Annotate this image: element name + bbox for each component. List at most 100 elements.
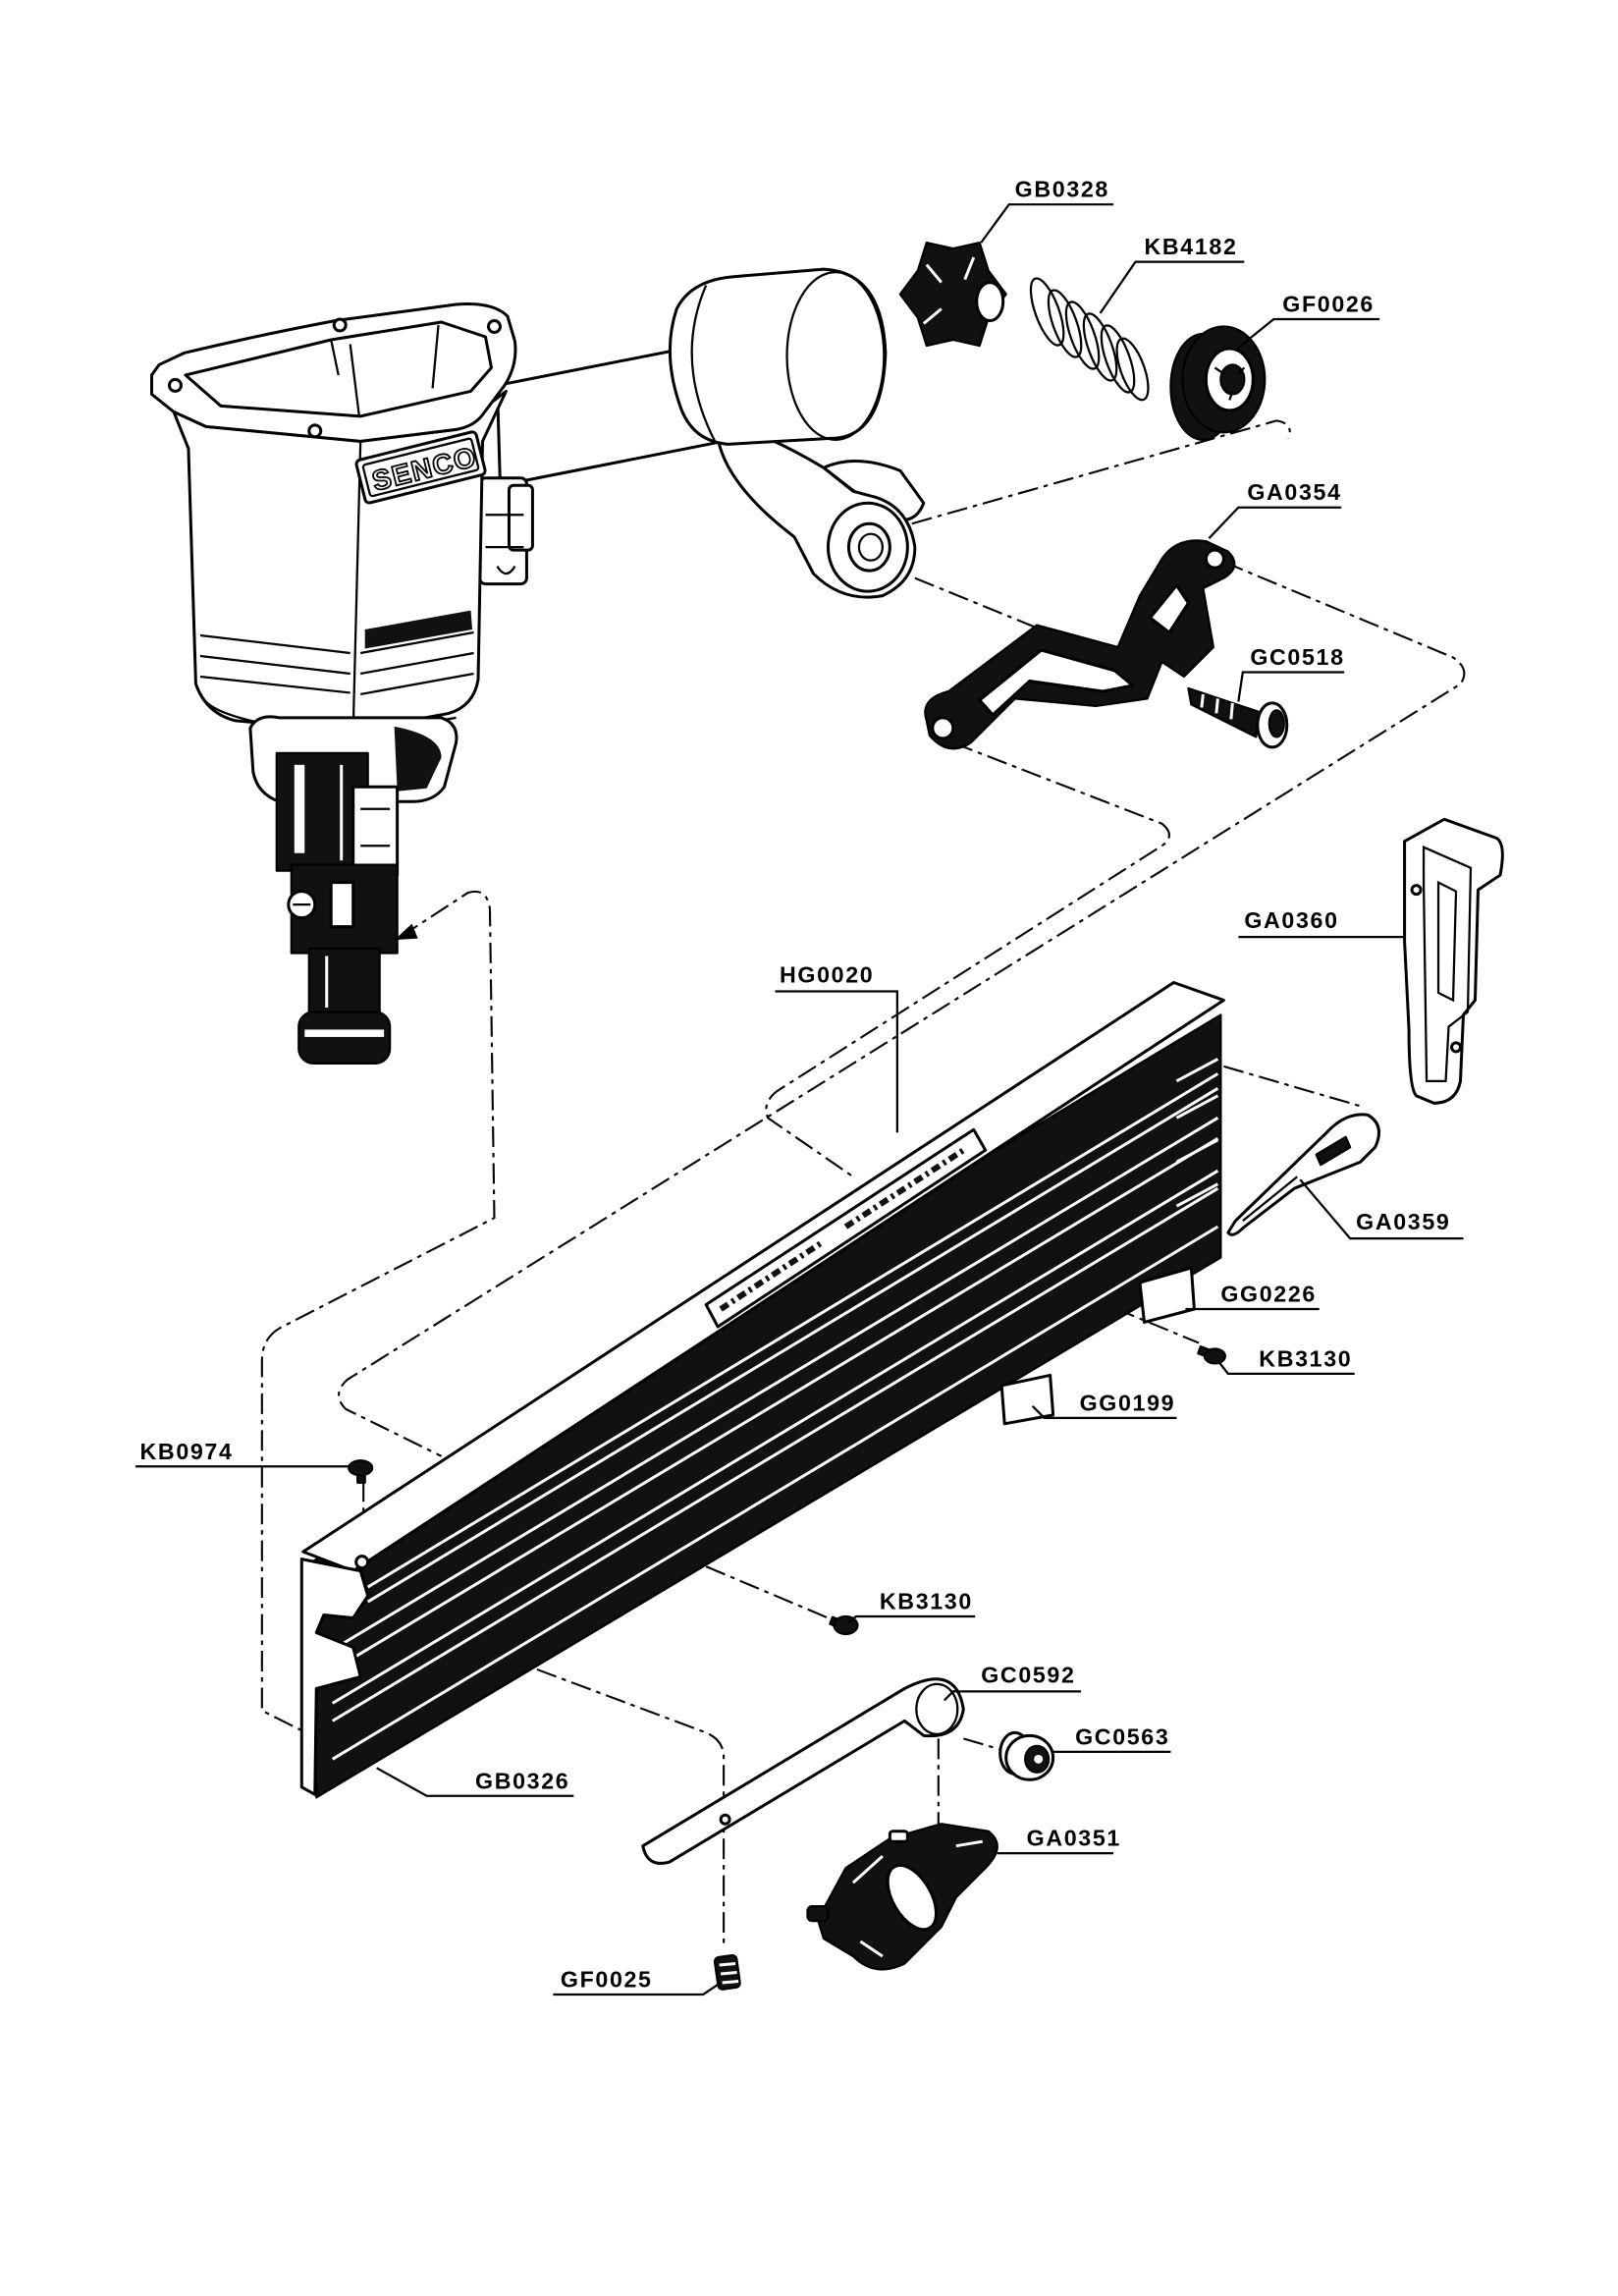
callout-leader bbox=[376, 1767, 574, 1797]
handle-cylinder bbox=[668, 267, 888, 446]
guide-channel bbox=[1436, 880, 1458, 1003]
body-groove-shading bbox=[364, 610, 473, 649]
rail-end-right-detail bbox=[1175, 1058, 1219, 1208]
part-ga0360-guide bbox=[1403, 817, 1504, 1105]
part-callouts: GB0328 KB4182 GF0026 GA0354 GC0518 GA036… bbox=[135, 177, 1464, 1996]
rail-label-print bbox=[719, 1147, 965, 1312]
part-kb0974-screw bbox=[348, 1459, 374, 1484]
wheel-hub bbox=[1219, 363, 1246, 396]
bracket-cutout bbox=[978, 648, 1135, 717]
callout-gg0199: GG0199 bbox=[1031, 1390, 1177, 1419]
handle-cylinder-edge bbox=[690, 285, 717, 442]
part-gf0025-set-screw bbox=[713, 1953, 741, 1991]
callout-kb0974: KB0974 bbox=[135, 1439, 351, 1468]
nose-column-highlight bbox=[294, 764, 305, 853]
part-ga0351-follower bbox=[806, 1823, 998, 1971]
latch-ridge bbox=[1242, 1175, 1298, 1223]
callout-gc0518: GC0518 bbox=[1237, 644, 1345, 702]
nose-foot-band bbox=[304, 1029, 385, 1037]
callout-leader bbox=[1237, 671, 1345, 702]
spring-coil bbox=[1047, 289, 1083, 358]
callout-text: HG0020 bbox=[780, 962, 874, 988]
assembly-line-set-screw bbox=[536, 1667, 726, 1949]
knob-lobe-lines bbox=[922, 256, 976, 325]
callout-leader bbox=[943, 1690, 1082, 1702]
callout-leader bbox=[1099, 260, 1245, 314]
body-side-detail bbox=[485, 514, 524, 575]
feed-spring-coil bbox=[915, 1682, 959, 1735]
nose-side-guide-detail bbox=[360, 807, 391, 847]
rail-groove bbox=[340, 1117, 1219, 1646]
spring-coil bbox=[1064, 301, 1101, 370]
callout-hg0020: HG0020 bbox=[775, 962, 898, 1133]
callout-gc0592: GC0592 bbox=[943, 1662, 1082, 1702]
spring-coil bbox=[1082, 312, 1118, 382]
follower-roller bbox=[806, 1904, 830, 1923]
rail-mount-hole bbox=[354, 1555, 370, 1570]
part-kb4182-spring bbox=[1029, 277, 1150, 402]
cap-screw-hole bbox=[332, 317, 348, 333]
callout-ga0359: GA0359 bbox=[1299, 1178, 1464, 1240]
body-front-edge bbox=[351, 441, 362, 732]
callout-gg0226: GG0226 bbox=[1185, 1282, 1320, 1311]
feed-spring-hole bbox=[719, 1813, 731, 1826]
spring-coil bbox=[1100, 324, 1136, 394]
callout-kb3130-lower: KB3130 bbox=[847, 1589, 976, 1623]
callout-text: GG0226 bbox=[1220, 1282, 1317, 1307]
part-ga0359-latch bbox=[1226, 1113, 1380, 1236]
tool-body: SENCO bbox=[150, 267, 926, 1066]
callout-kb3130-upper: KB3130 bbox=[1216, 1345, 1355, 1376]
rail-groove bbox=[366, 1087, 1219, 1604]
nose-arrowhead bbox=[394, 923, 418, 941]
part-kb3130-screw-upper bbox=[1197, 1345, 1226, 1365]
follower-tab bbox=[888, 1830, 909, 1843]
callout-gc0563: GC0563 bbox=[1052, 1723, 1171, 1753]
screw-head bbox=[1203, 1347, 1226, 1365]
callout-leader bbox=[775, 990, 898, 1133]
callout-leader bbox=[1031, 1405, 1177, 1419]
nose-lower-section bbox=[307, 947, 381, 1016]
part-gc0592-feed-spring bbox=[641, 1677, 965, 1865]
rail-groove bbox=[331, 1169, 1219, 1705]
bracket-icon bbox=[924, 539, 1236, 750]
set-screw-threads bbox=[719, 1962, 739, 1985]
callout-text: GF0026 bbox=[1282, 292, 1375, 317]
callout-leader bbox=[1216, 1359, 1355, 1376]
screw-head bbox=[348, 1459, 374, 1477]
cap-screw-hole bbox=[307, 423, 323, 439]
assembly-line-ring-to-wheel bbox=[911, 419, 1291, 525]
screw-shaft bbox=[1187, 686, 1261, 738]
callout-kb4182: KB4182 bbox=[1099, 234, 1245, 314]
body-side-valve bbox=[507, 483, 534, 552]
screw-head-face bbox=[1267, 709, 1285, 738]
callout-leader bbox=[1234, 317, 1380, 352]
callout-leader bbox=[553, 1982, 722, 1996]
rail-end-profile bbox=[299, 1558, 370, 1796]
guide-hole bbox=[1450, 1041, 1463, 1054]
callout-gf0026: GF0026 bbox=[1234, 292, 1380, 352]
callout-text: GC0563 bbox=[1075, 1723, 1169, 1749]
handle-ring-bore bbox=[857, 532, 885, 562]
callout-gb0326: GB0326 bbox=[376, 1767, 574, 1797]
assembly-line-bracket-left bbox=[765, 741, 1170, 1178]
callout-text: KB3130 bbox=[880, 1589, 973, 1614]
part-gb0328-knob bbox=[898, 242, 1007, 348]
cylinder-cap-ribs bbox=[330, 324, 440, 415]
callout-gf0025: GF0025 bbox=[553, 1966, 722, 1996]
guide-hole bbox=[1410, 884, 1423, 897]
part-hg0020-rail-label bbox=[704, 1127, 988, 1329]
part-kb3130-screw-lower bbox=[829, 1614, 859, 1636]
spring-coil bbox=[1029, 277, 1065, 347]
callout-text: GA0351 bbox=[1027, 1826, 1121, 1851]
callout-text: GA0354 bbox=[1247, 479, 1341, 505]
follower-edges bbox=[851, 1839, 983, 1958]
knob-hub bbox=[975, 281, 1005, 323]
follower-window bbox=[886, 1863, 938, 1932]
callout-text: GB0326 bbox=[475, 1768, 569, 1793]
drive-housing-shadow bbox=[394, 726, 442, 792]
brand-logo: SENCO bbox=[354, 430, 487, 505]
nose-foot bbox=[297, 1011, 392, 1066]
assembly-line-screw-upper bbox=[1080, 1293, 1200, 1344]
assembly-line-screw-lower bbox=[705, 1565, 829, 1619]
